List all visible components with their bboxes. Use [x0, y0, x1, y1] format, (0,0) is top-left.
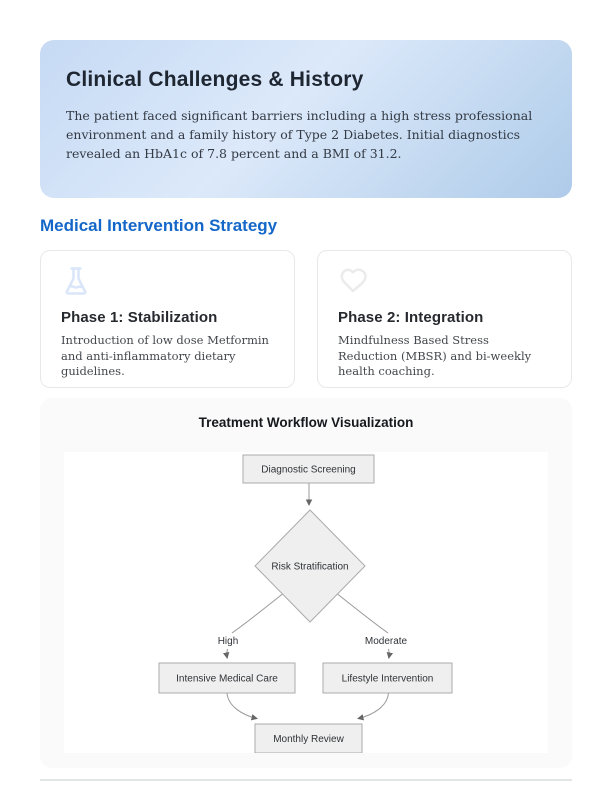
workflow-title: Treatment Workflow Visualization: [198, 415, 414, 430]
edge-risk-to-moderate-label: [337, 593, 389, 634]
intervention-cards-row: Phase 1: Stabilization Introduction of l…: [40, 250, 572, 388]
flow-node-lifestyle-intervention: [322, 662, 453, 694]
flow-node-intensive-medical-care: [158, 662, 296, 694]
phase1-card: Phase 1: Stabilization Introduction of l…: [40, 250, 295, 388]
flow-node-lifestyle-intervention-label: Lifestyle Intervention: [342, 674, 434, 685]
flow-node-risk-stratification: [254, 509, 366, 623]
heart-icon: [338, 266, 368, 296]
edge-intensive-to-review: [226, 692, 258, 721]
treatment-flowchart: High Moderate Diagnostic Screening Risk …: [158, 454, 453, 753]
footer-divider: [40, 779, 572, 781]
workflow-card: Treatment Workflow Visualization H: [40, 398, 572, 768]
flow-node-risk-stratification-label: Risk Stratification: [271, 562, 348, 573]
clinical-history-card: Clinical Challenges & History The patien…: [40, 40, 572, 198]
flow-node-intensive-medical-care-label: Intensive Medical Care: [176, 674, 278, 685]
flow-node-diagnostic-screening: [242, 454, 375, 484]
clinical-history-text: The patient faced significant barriers i…: [66, 108, 533, 161]
edge-risk-to-high-label: [231, 593, 283, 634]
edge-label-moderate-bg: [360, 634, 413, 648]
intervention-strategy-heading: Medical Intervention Strategy: [40, 216, 278, 235]
page-title: Clinical Challenges & History: [66, 68, 364, 91]
flowchart-canvas: High Moderate Diagnostic Screening Risk …: [64, 452, 548, 753]
phase2-description: Mindfulness Based Stress Reduction (MBSR…: [338, 333, 532, 378]
edge-label-high-bg: [213, 634, 243, 648]
phase2-title: Phase 2: Integration: [338, 309, 484, 326]
edge-high-label-to-intensive: [222, 648, 230, 659]
edge-moderate-label-to-lifestyle: [386, 648, 394, 659]
flask-icon: [61, 266, 91, 296]
phase1-title: Phase 1: Stabilization: [61, 309, 218, 326]
flow-node-diagnostic-screening-label: Diagnostic Screening: [261, 465, 356, 476]
flow-node-monthly-review: [254, 723, 363, 753]
edge-lifestyle-to-review: [357, 692, 389, 721]
phase2-card: Phase 2: Integration Mindfulness Based S…: [317, 250, 572, 388]
flow-node-monthly-review-label: Monthly Review: [273, 734, 344, 745]
phase1-description: Introduction of low dose Metformin and a…: [61, 333, 269, 378]
edge-label-high: High: [218, 636, 239, 647]
edge-label-moderate: Moderate: [365, 636, 408, 647]
